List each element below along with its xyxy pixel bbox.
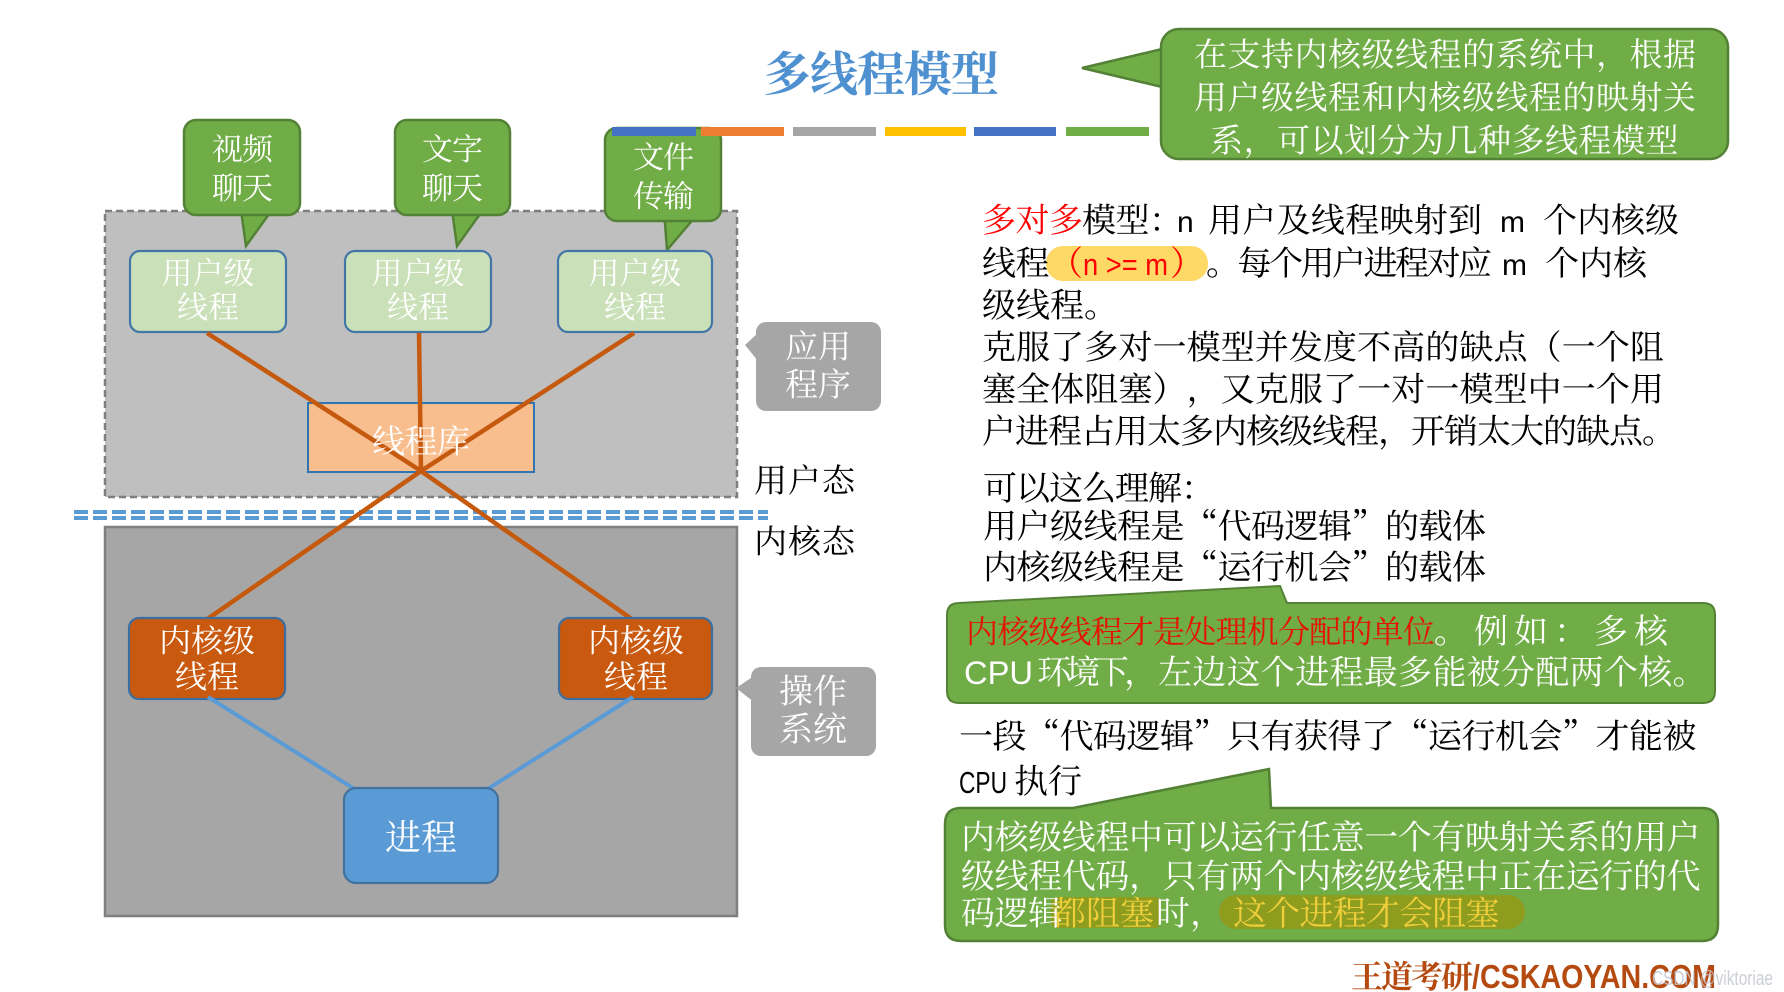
svg-text:CPU: CPU bbox=[964, 655, 1033, 691]
svg-text:n: n bbox=[1177, 206, 1194, 239]
svg-text:m: m bbox=[1502, 249, 1527, 282]
svg-text:CSDN @viktoriae: CSDN @viktoriae bbox=[1652, 968, 1773, 990]
svg-text:/CSKAOYAN.COM: /CSKAOYAN.COM bbox=[1472, 958, 1716, 992]
svg-text:CPU: CPU bbox=[959, 765, 1007, 800]
svg-text:n >= m: n >= m bbox=[1083, 247, 1168, 282]
svg-text:m: m bbox=[1500, 206, 1525, 239]
